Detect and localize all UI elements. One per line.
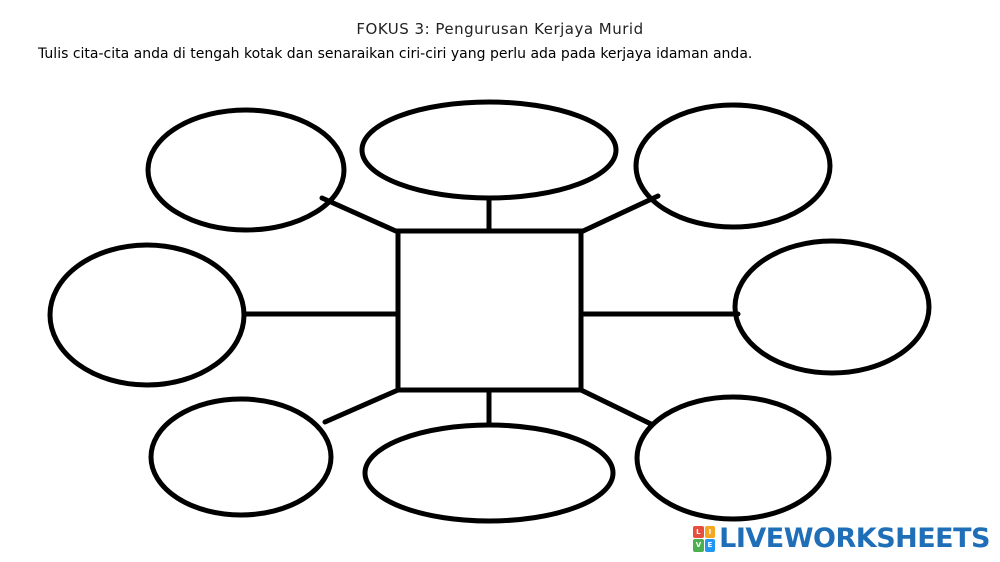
liveworksheets-brand-text: LIVEWORKSHEETS: [719, 523, 990, 554]
oval-top-center[interactable]: [359, 99, 619, 201]
connector-top-left: [319, 195, 401, 235]
oval-bottom-right[interactable]: [634, 394, 832, 522]
instruction-text: Tulis cita-cita anda di tengah kotak dan…: [38, 46, 753, 62]
center-box[interactable]: [395, 228, 584, 393]
connector-bottom-right: [578, 387, 654, 427]
liveworksheets-logo-icon: L I V E: [693, 525, 716, 552]
oval-top-left[interactable]: [145, 107, 347, 233]
oval-bottom-center[interactable]: [362, 422, 616, 524]
liveworksheets-brand: L I V E LIVEWORKSHEETS: [693, 523, 990, 554]
logo-letter-l: L: [693, 525, 704, 538]
oval-bottom-left[interactable]: [148, 396, 334, 518]
oval-top-right[interactable]: [633, 102, 833, 230]
oval-middle-left[interactable]: [47, 242, 247, 388]
logo-letter-v: V: [693, 539, 704, 552]
page-title: FOKUS 3: Pengurusan Kerjaya Murid: [356, 20, 644, 38]
oval-middle-right[interactable]: [732, 238, 932, 376]
connector-top-right: [578, 193, 661, 235]
logo-letter-i: I: [704, 525, 716, 538]
logo-letter-e: E: [704, 539, 716, 552]
connector-bottom-left: [322, 387, 401, 425]
